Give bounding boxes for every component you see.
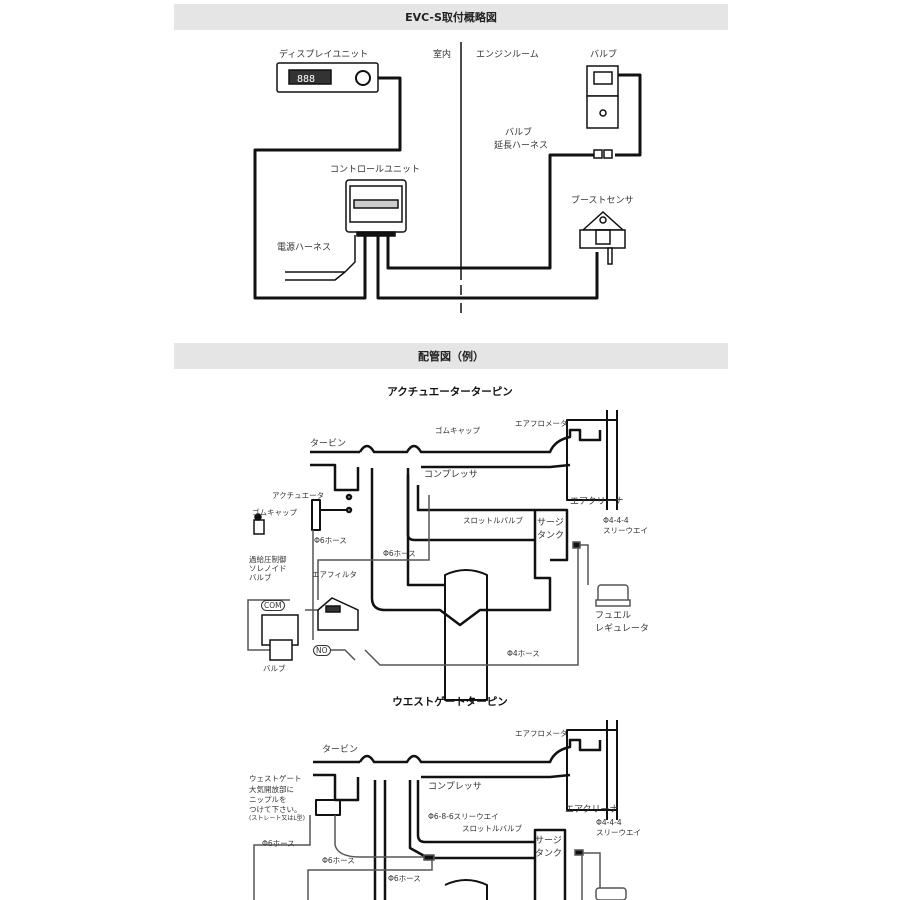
actuator-turbine-title: アクチュエーターターピン: [387, 386, 513, 398]
section-header-installation: EVC-S取付概略図: [174, 4, 728, 30]
display-unit-image: [276, 62, 379, 93]
valve-label: バルブ: [590, 50, 618, 60]
actuator-turbine-diagram: [310, 410, 618, 701]
section-title: 配管図（例）: [418, 350, 484, 363]
power-harness-label: 電源ハーネス: [277, 243, 332, 253]
section-header-piping: 配管図（例）: [174, 343, 728, 369]
three-way-label-2: スリーウエイ: [596, 828, 641, 837]
solenoid-label-2: ソレノイド: [249, 564, 287, 573]
turbine-label: タービン: [322, 745, 359, 755]
wastegate-turbine-title: ウエストゲートターピン: [392, 696, 508, 708]
section-title: EVC-S取付概略図: [405, 11, 497, 24]
wastegate-turbine-diagram: [313, 720, 618, 900]
no-port-label: NO: [313, 645, 331, 656]
control-unit-label: コントロールユニット: [330, 165, 421, 175]
actuator-label: アクチュエータ: [272, 491, 325, 500]
valve-harness-label-2: 延長ハーネス: [494, 141, 549, 151]
rubber-cap-label-2: ゴムキャップ: [252, 508, 297, 517]
valve-harness-label-1: バルブ: [505, 128, 533, 138]
note-line-3: つけて下さい。: [249, 805, 302, 814]
control-unit-image: [345, 179, 407, 237]
three-way-label-1: Φ4-4-4: [596, 818, 622, 827]
valve-image: [586, 65, 619, 159]
engine-room-label: エンジンルーム: [476, 50, 539, 60]
note-line-1: 大気開放部に: [249, 785, 294, 794]
hose-6-label: Φ6ホース: [262, 839, 295, 848]
air-filter-label: エアフィルタ: [312, 570, 357, 579]
three-way-label-1: Φ4-4-4: [603, 516, 629, 525]
wastegate-label: ウェストゲート: [249, 774, 302, 783]
display-digits: 888: [297, 74, 315, 85]
surge-tank-label-1: サージ: [537, 518, 564, 528]
fuel-regulator-label-2: レギュレータ: [595, 624, 649, 634]
surge-tank-label-1: サージ: [535, 836, 562, 846]
throttle-valve-label: スロットルバルブ: [463, 516, 523, 525]
com-port-label: COM: [261, 600, 285, 611]
three-way-686-label: Φ6-8-6スリーウエイ: [428, 812, 499, 821]
air-flow-meter-label: エアフロメータ: [515, 419, 568, 428]
surge-tank-label-2: タンク: [537, 531, 565, 541]
hoses-wastegate: [253, 815, 627, 900]
hose-6-label: Φ6ホース: [383, 549, 416, 558]
compressor-label: コンプレッサ: [428, 782, 482, 792]
note-line-4: (ストレート又はL型): [249, 815, 306, 822]
solenoid-valve-image: [253, 513, 359, 661]
wiring-diagram: [253, 73, 642, 300]
air-cleaner-label: エアクリーナ: [570, 497, 624, 507]
valve-label: バルブ: [263, 664, 286, 673]
three-way-label-2: スリーウエイ: [603, 526, 648, 535]
air-cleaner-label: エアクリーナ: [565, 805, 619, 815]
boost-sensor-label: ブーストセンサ: [571, 196, 634, 206]
boost-sensor-image: [579, 210, 626, 265]
turbine-label: タービン: [310, 439, 347, 449]
throttle-valve-label: スロットルバルブ: [462, 824, 522, 833]
air-flow-meter-label: エアフロメータ: [515, 729, 568, 738]
hose-6-label: Φ6ホース: [322, 856, 355, 865]
solenoid-label-1: 過給圧制御: [249, 555, 287, 564]
surge-tank-label-2: タンク: [535, 849, 563, 859]
hose-4-label: Φ4ホース: [507, 649, 540, 658]
note-line-2: ニップルを: [249, 795, 287, 804]
hose-6-label: Φ6ホース: [314, 536, 347, 545]
hose-6-label: Φ6ホース: [388, 874, 421, 883]
rubber-cap-label: ゴムキャップ: [435, 426, 480, 435]
hoses: [247, 495, 631, 666]
fuel-regulator-label-1: フュエル: [595, 611, 632, 621]
solenoid-label-3: バルブ: [249, 573, 272, 582]
compressor-label: コンプレッサ: [424, 470, 478, 480]
cabin-label: 室内: [433, 50, 452, 60]
display-unit-label: ディスプレイユニット: [279, 50, 369, 60]
